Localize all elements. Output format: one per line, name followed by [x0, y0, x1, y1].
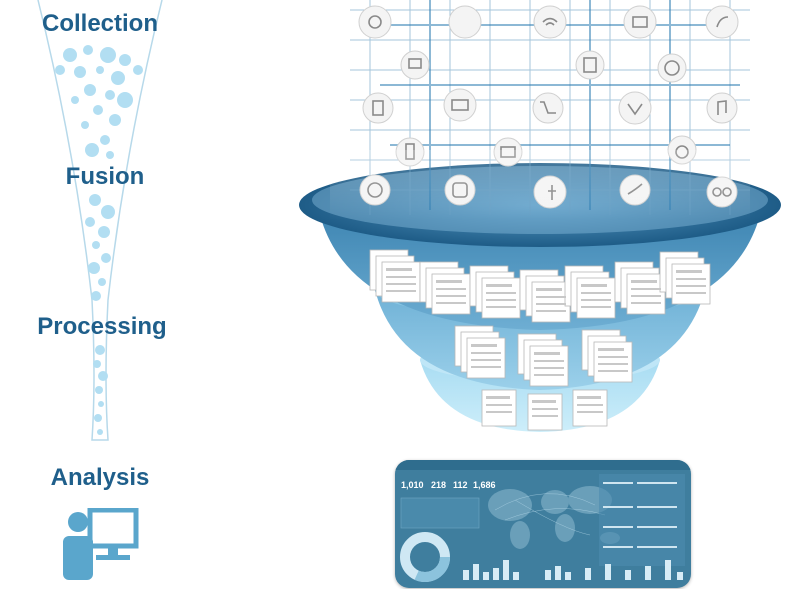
- dashboard-stat-2: 218: [431, 480, 447, 490]
- user-computer-icon: [63, 508, 139, 580]
- certificate-icon: [575, 50, 605, 80]
- bubbles: [55, 45, 143, 435]
- building-icon: [362, 92, 394, 124]
- bar-strip: [463, 560, 683, 580]
- mail-icon: [623, 5, 657, 39]
- stage-label-fusion: Fusion: [65, 163, 145, 190]
- music-icon: [706, 92, 738, 124]
- monitor-icon: [400, 50, 430, 80]
- rss-icon: [705, 5, 739, 39]
- analysis-dashboard: 1,010 218 112 1,686: [395, 460, 691, 588]
- info-icon: [657, 53, 687, 83]
- dashboard-stat-1: 1,010: [401, 480, 424, 490]
- handshake-icon: [448, 5, 482, 39]
- vine-icon: [618, 91, 652, 125]
- wifi-icon: [533, 5, 567, 39]
- stage-label-analysis: Analysis: [50, 464, 150, 491]
- dashboard-stat-3: 112: [453, 480, 468, 490]
- stage-label-collection: Collection: [41, 10, 158, 37]
- power-icon: [358, 5, 392, 39]
- document-stacks: [369, 249, 711, 431]
- data-funnel-diagram: [299, 0, 781, 432]
- stage-label-processing: Processing: [37, 313, 167, 340]
- left-funnel: [37, 0, 163, 441]
- dashboard-stat-4: 1,686: [473, 480, 496, 490]
- laptop-icon: [443, 88, 477, 122]
- cart-icon: [532, 92, 564, 124]
